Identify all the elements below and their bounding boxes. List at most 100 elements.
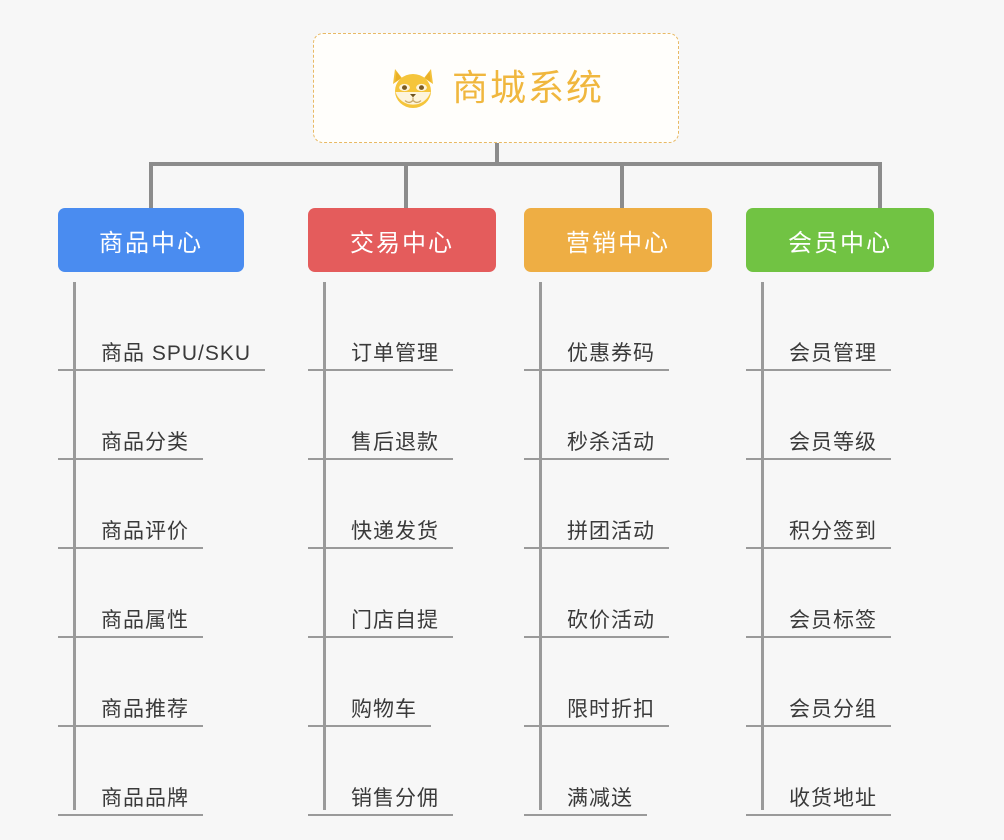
leaf-underline <box>308 814 453 816</box>
leaf-underline <box>308 636 453 638</box>
root-node-label: 商城系统 <box>451 67 604 108</box>
leaf-label: 快递发货 <box>351 519 439 543</box>
leaf-underline <box>58 547 203 549</box>
category-label-trade: 交易中心 <box>350 229 454 257</box>
leaf-label: 收货地址 <box>789 786 877 810</box>
leaf-label: 门店自提 <box>351 608 439 632</box>
leaf-item[interactable]: 售后退款 <box>308 371 530 460</box>
leaf-underline <box>58 458 203 460</box>
category-box-member[interactable]: 会员中心 <box>746 208 934 272</box>
leaf-group-trade: 订单管理 售后退款 快递发货 门店自提 购物车 销售分佣 <box>308 282 530 816</box>
leaf-item[interactable]: 商品分类 <box>58 371 298 460</box>
leaf-underline <box>58 636 203 638</box>
leaf-underline <box>524 814 647 816</box>
root-node-shop-system[interactable]: 商城系统 <box>313 33 679 143</box>
leaf-underline <box>524 458 669 460</box>
leaf-item[interactable]: 会员管理 <box>746 282 968 371</box>
branch-column-product: 商品中心 商品 SPU/SKU 商品分类 商品评价 商品属性 商品推荐 <box>58 208 298 816</box>
branch-spine-member <box>761 282 764 810</box>
leaf-label: 会员等级 <box>789 430 877 454</box>
leaf-underline <box>58 369 265 371</box>
leaf-underline <box>524 636 669 638</box>
leaf-underline <box>746 636 891 638</box>
leaf-item[interactable]: 会员分组 <box>746 638 968 727</box>
leaf-item[interactable]: 优惠券码 <box>524 282 746 371</box>
branch-column-trade: 交易中心 订单管理 售后退款 快递发货 门店自提 购物车 <box>308 208 530 816</box>
leaf-label: 会员管理 <box>789 341 877 365</box>
leaf-label: 满减送 <box>567 786 633 810</box>
leaf-item[interactable]: 商品评价 <box>58 460 298 549</box>
connector-drop-2 <box>404 162 408 209</box>
branch-column-member: 会员中心 会员管理 会员等级 积分签到 会员标签 会员分组 <box>746 208 968 816</box>
branch-column-marketing: 营销中心 优惠券码 秒杀活动 拼团活动 砍价活动 限时折扣 <box>524 208 746 816</box>
leaf-item[interactable]: 商品品牌 <box>58 727 298 816</box>
leaf-underline <box>524 725 669 727</box>
connector-root-stem <box>495 143 499 165</box>
leaf-underline <box>524 369 669 371</box>
category-label-member: 会员中心 <box>788 229 892 257</box>
category-box-trade[interactable]: 交易中心 <box>308 208 496 272</box>
connector-drop-4 <box>878 162 882 209</box>
leaf-item[interactable]: 满减送 <box>524 727 746 816</box>
leaf-item[interactable]: 销售分佣 <box>308 727 530 816</box>
leaf-label: 售后退款 <box>351 430 439 454</box>
leaf-label: 订单管理 <box>351 341 439 365</box>
leaf-item[interactable]: 会员等级 <box>746 371 968 460</box>
leaf-label: 砍价活动 <box>567 608 655 632</box>
shiba-dog-icon <box>392 69 433 108</box>
leaf-item[interactable]: 商品推荐 <box>58 638 298 727</box>
leaf-item[interactable]: 限时折扣 <box>524 638 746 727</box>
leaf-label: 会员分组 <box>789 697 877 721</box>
leaf-label: 商品评价 <box>101 519 189 543</box>
leaf-underline <box>58 725 203 727</box>
leaf-item[interactable]: 商品 SPU/SKU <box>58 282 298 371</box>
leaf-item[interactable]: 积分签到 <box>746 460 968 549</box>
leaf-underline <box>308 725 431 727</box>
leaf-item[interactable]: 拼团活动 <box>524 460 746 549</box>
leaf-label: 会员标签 <box>789 608 877 632</box>
connector-drop-1 <box>149 162 153 209</box>
leaf-underline <box>58 814 203 816</box>
leaf-underline <box>746 725 891 727</box>
leaf-label: 销售分佣 <box>351 786 439 810</box>
leaf-underline <box>746 814 891 816</box>
leaf-label: 拼团活动 <box>567 519 655 543</box>
category-label-product: 商品中心 <box>99 229 203 257</box>
leaf-item[interactable]: 订单管理 <box>308 282 530 371</box>
leaf-item[interactable]: 快递发货 <box>308 460 530 549</box>
leaf-item[interactable]: 秒杀活动 <box>524 371 746 460</box>
leaf-item[interactable]: 门店自提 <box>308 549 530 638</box>
leaf-group-member: 会员管理 会员等级 积分签到 会员标签 会员分组 收货地址 <box>746 282 968 816</box>
category-box-marketing[interactable]: 营销中心 <box>524 208 712 272</box>
leaf-label: 商品 SPU/SKU <box>101 341 252 365</box>
leaf-underline <box>746 458 891 460</box>
connector-drop-3 <box>620 162 624 209</box>
leaf-group-product: 商品 SPU/SKU 商品分类 商品评价 商品属性 商品推荐 商品品牌 <box>58 282 298 816</box>
branch-spine-trade <box>323 282 326 810</box>
leaf-item[interactable]: 商品属性 <box>58 549 298 638</box>
leaf-item[interactable]: 会员标签 <box>746 549 968 638</box>
leaf-label: 商品品牌 <box>101 786 189 810</box>
category-label-marketing: 营销中心 <box>566 229 670 257</box>
leaf-label: 秒杀活动 <box>567 430 655 454</box>
leaf-label: 购物车 <box>351 697 417 721</box>
leaf-label: 商品属性 <box>101 608 189 632</box>
leaf-label: 优惠券码 <box>567 341 655 365</box>
leaf-underline <box>746 369 891 371</box>
branch-spine-marketing <box>539 282 542 810</box>
branch-spine-product <box>73 282 76 810</box>
leaf-item[interactable]: 砍价活动 <box>524 549 746 638</box>
leaf-label: 商品分类 <box>101 430 189 454</box>
connector-horizontal-bar <box>149 162 882 166</box>
leaf-label: 商品推荐 <box>101 697 189 721</box>
leaf-underline <box>308 547 453 549</box>
leaf-group-marketing: 优惠券码 秒杀活动 拼团活动 砍价活动 限时折扣 满减送 <box>524 282 746 816</box>
leaf-underline <box>746 547 891 549</box>
leaf-underline <box>524 547 669 549</box>
leaf-item[interactable]: 收货地址 <box>746 727 968 816</box>
leaf-item[interactable]: 购物车 <box>308 638 530 727</box>
category-box-product[interactable]: 商品中心 <box>58 208 244 272</box>
leaf-label: 限时折扣 <box>567 697 655 721</box>
leaf-underline <box>308 369 453 371</box>
